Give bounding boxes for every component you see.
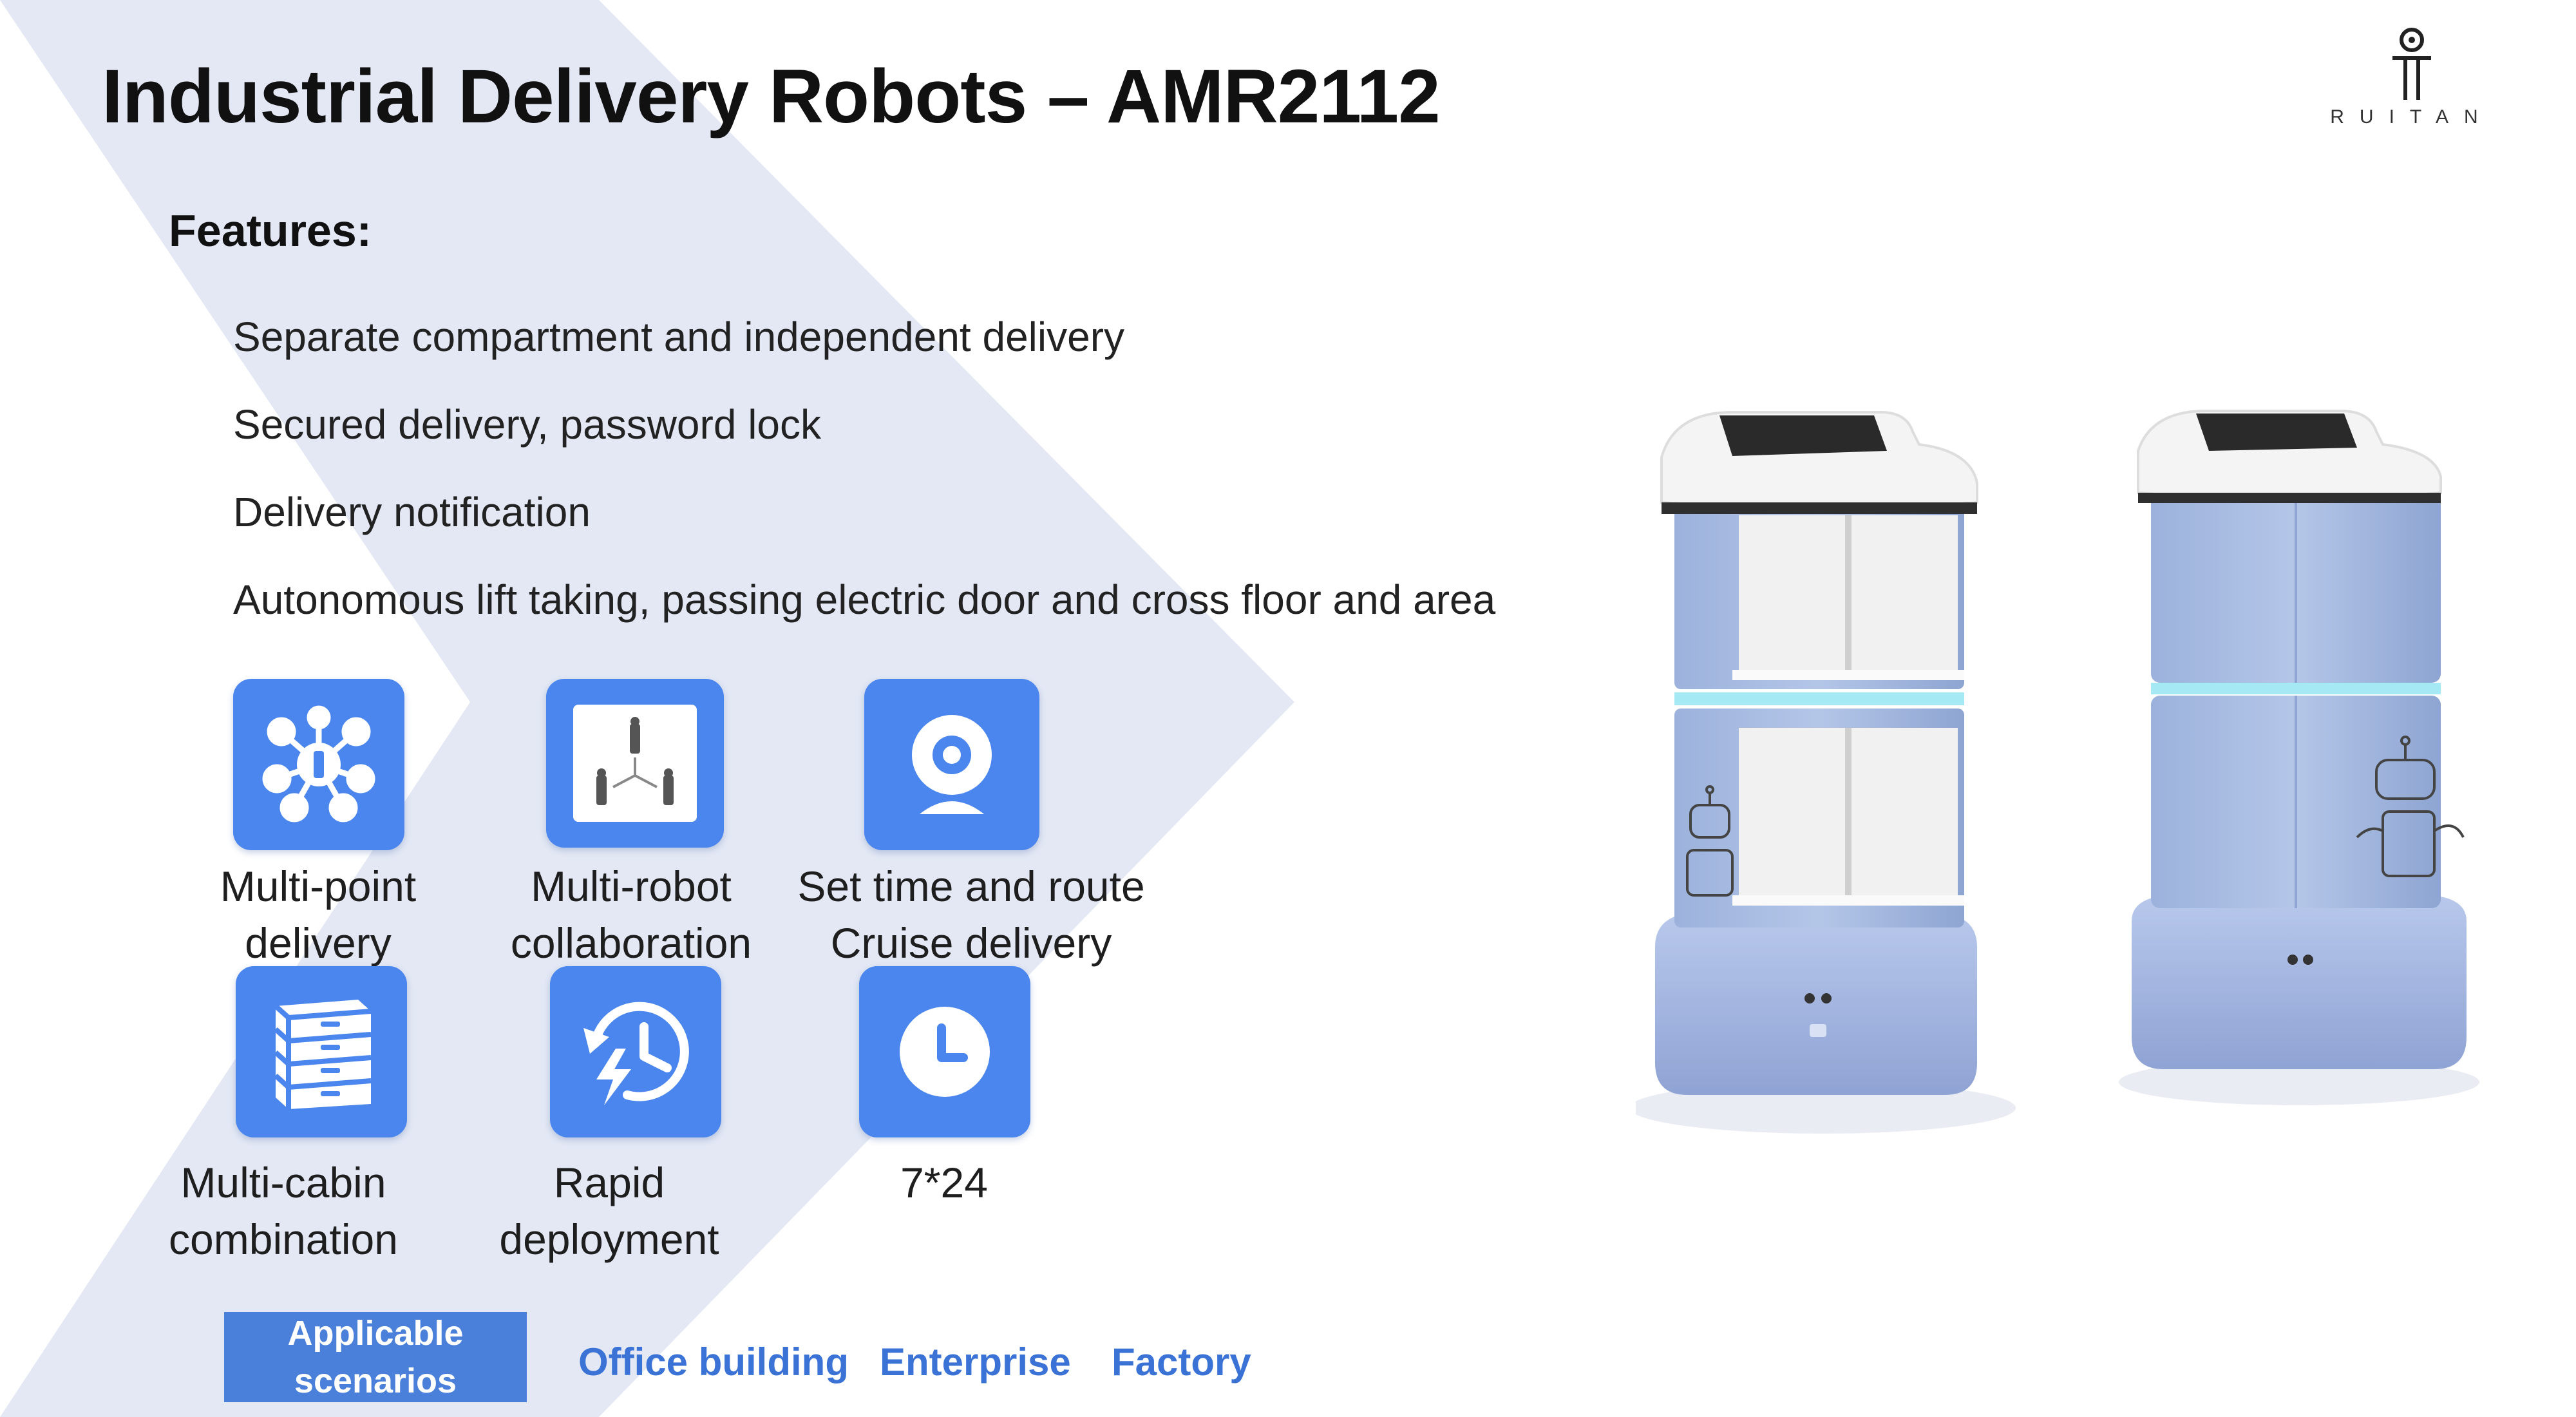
feature-label: Rapid xyxy=(553,1159,665,1206)
feature-card-rapid-deployment: Rapid deployment xyxy=(457,966,818,1263)
fast-clock-icon xyxy=(550,966,721,1137)
feature-card-multi-robot: Multi-robot collaboration xyxy=(451,676,811,973)
camera-icon xyxy=(864,679,1039,850)
feature-label: 7*24 xyxy=(900,1159,988,1206)
robot-closed xyxy=(2119,410,2479,1105)
feature-card-multi-cabin: Multi-cabin combination xyxy=(129,966,489,1263)
scenario-label-line2: scenarios xyxy=(294,1362,457,1400)
feature-card-multi-point: Multi-point delivery xyxy=(138,676,498,973)
robot-open-compartments xyxy=(1636,411,2016,1134)
feature-label: deployment xyxy=(499,1215,719,1263)
feature-label: Multi-point xyxy=(220,862,417,910)
feature-item: Autonomous lift taking, passing electric… xyxy=(233,576,1496,623)
robot-product-image xyxy=(1636,410,2479,1134)
feature-label: Cruise delivery xyxy=(830,919,1112,967)
scenario-item: Office building xyxy=(578,1340,849,1384)
robots-collaboration-icon xyxy=(546,679,724,848)
features-heading: Features: xyxy=(169,205,372,256)
scenario-item: Enterprise xyxy=(880,1340,1071,1384)
page-title: Industrial Delivery Robots – AMR2112 xyxy=(102,54,1441,139)
feature-label: Multi-robot xyxy=(531,862,732,910)
feature-item: Separate compartment and independent del… xyxy=(233,314,1124,360)
logo-text: RUITAN xyxy=(2330,106,2494,128)
feature-label: Multi-cabin xyxy=(180,1159,386,1206)
feature-card-24-7: 7*24 xyxy=(764,966,1124,1262)
applicable-scenarios-label: Applicable scenarios xyxy=(224,1312,527,1402)
feature-label: combination xyxy=(169,1215,398,1263)
feature-item: Secured delivery, password lock xyxy=(233,401,821,448)
ruitan-logo-mark xyxy=(2392,28,2431,100)
ruitan-logo: RUITAN xyxy=(2318,26,2505,142)
clock-icon xyxy=(859,966,1030,1137)
scenario-label-line1: Applicable xyxy=(287,1314,464,1353)
network-nodes-icon xyxy=(233,679,404,850)
cabinet-icon xyxy=(236,966,407,1137)
feature-label: Set time and route xyxy=(797,862,1145,910)
feature-card-set-time-route: Set time and route Cruise delivery xyxy=(791,676,1151,973)
scenario-item: Factory xyxy=(1112,1340,1251,1384)
feature-item: Delivery notification xyxy=(233,489,591,535)
feature-label: delivery xyxy=(245,919,392,967)
feature-list: Separate compartment and independent del… xyxy=(233,293,1495,643)
feature-label: collaboration xyxy=(510,919,752,967)
